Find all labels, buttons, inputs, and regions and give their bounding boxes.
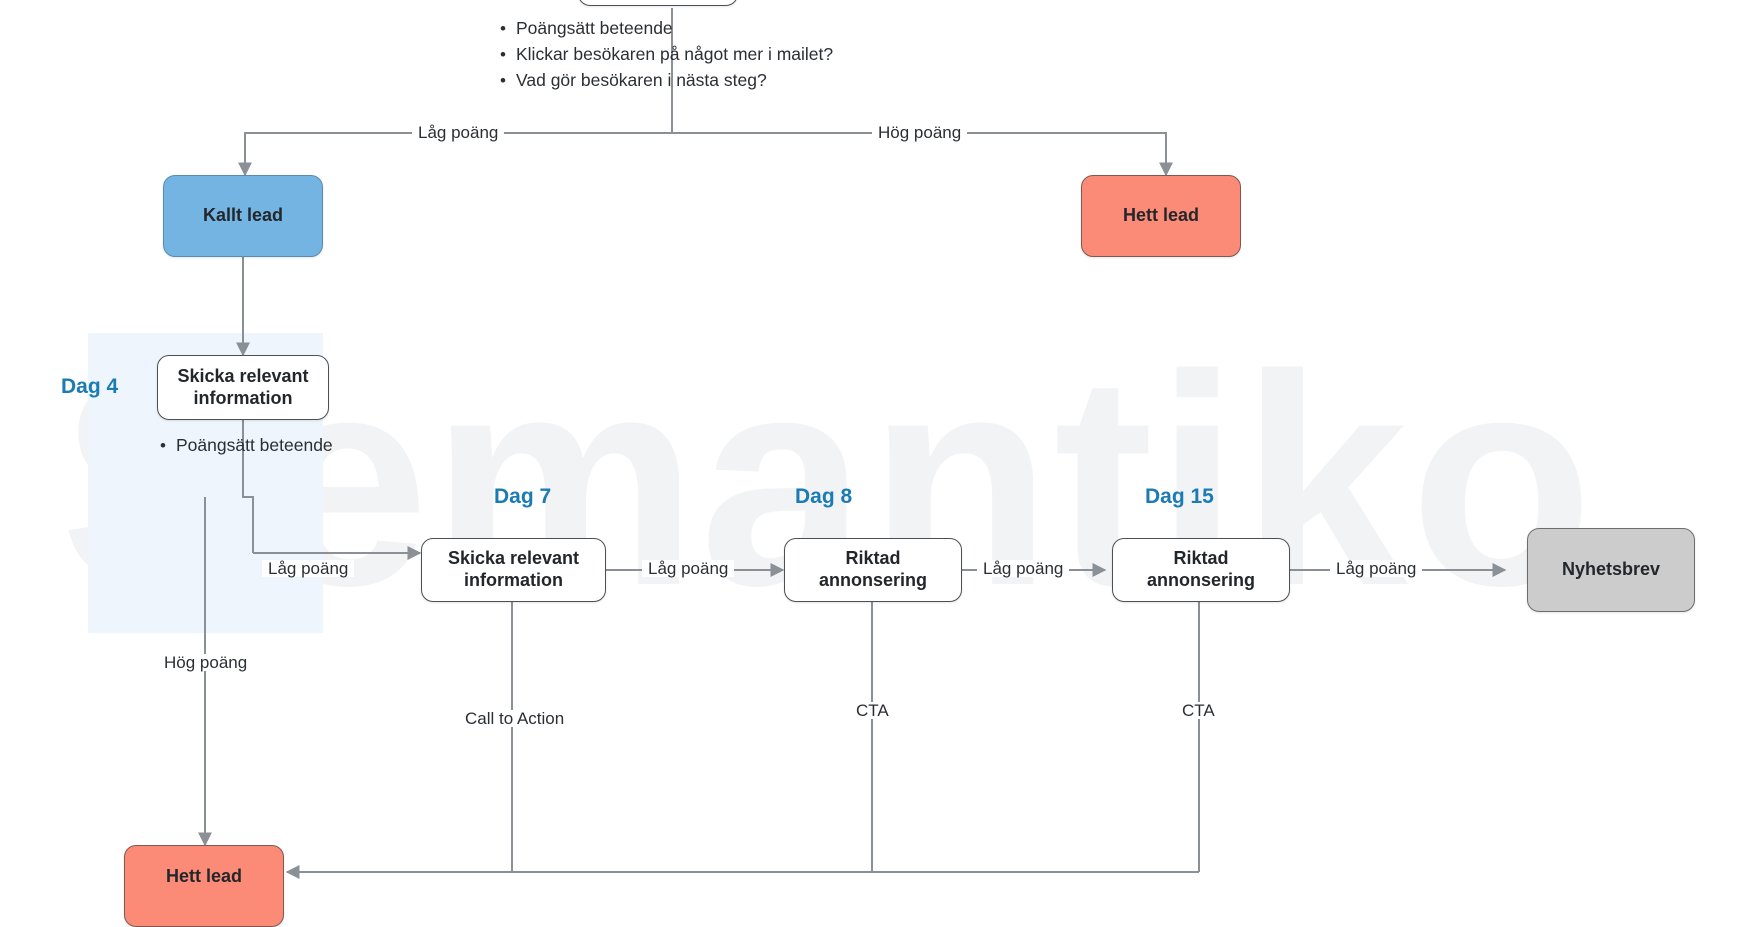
bullet-text: Poängsätt beteende <box>516 18 673 38</box>
node-cold-lead-label: Kallt lead <box>202 205 284 226</box>
edge-label-low-score-top: Låg poäng <box>412 124 505 141</box>
bullet-dot-icon: • <box>500 19 506 38</box>
edge-label-low-score-dag15: Låg poäng <box>1330 560 1423 577</box>
node-targeted-ad-dag8-line1: Riktad <box>845 548 901 569</box>
node-send-info-dag7-line1: Skicka relevant <box>447 548 580 569</box>
bullet-list-top: • Poängsätt beteende • Klickar besökaren… <box>500 16 833 94</box>
diagram-canvas: Semantiko <box>60 0 1695 927</box>
edge-label-cta-dag15: CTA <box>1176 702 1221 719</box>
bullet-text: Poängsätt beteende <box>176 435 333 455</box>
bullet-text: Klickar besökaren på något mer i mailet? <box>516 43 834 64</box>
bullet-list-dag4: • Poängsätt beteende <box>160 433 333 459</box>
node-send-info-dag7-line2: information <box>464 570 563 590</box>
edge-high-score-to-hot-lead <box>672 132 1173 177</box>
node-newsletter-label: Nyhetsbrev <box>1561 559 1661 580</box>
list-item: • Poängsätt beteende <box>160 433 333 459</box>
edge-low-score-to-cold-lead <box>238 132 672 177</box>
node-targeted-ad-dag8[interactable]: Riktad annonsering <box>784 538 962 602</box>
node-hot-lead-top[interactable]: Hett lead <box>1081 175 1241 257</box>
day-label-dag8: Dag 8 <box>795 485 853 508</box>
list-item: • Poängsätt beteende <box>500 16 833 42</box>
node-send-info-dag4[interactable]: Skicka relevant information <box>157 355 329 420</box>
node-targeted-ad-dag8-line2: annonsering <box>818 570 927 590</box>
node-top-stub[interactable] <box>578 0 738 6</box>
node-send-info-dag4-line1: Skicka relevant <box>177 365 309 386</box>
node-hot-lead-bottom[interactable]: Hett lead <box>124 845 284 927</box>
node-hot-lead-bottom-label: Hett lead <box>165 866 243 886</box>
edge-label-low-score-dag4: Låg poäng <box>262 560 355 577</box>
day-label-dag7: Dag 7 <box>494 485 552 508</box>
node-send-info-dag4-line2: information <box>193 387 293 408</box>
day-label-dag4: Dag 4 <box>61 375 119 398</box>
bullet-dot-icon: • <box>500 44 506 64</box>
edge-label-low-score-dag7: Låg poäng <box>642 560 735 577</box>
edge-label-high-score-dag4: Hög poäng <box>158 654 254 671</box>
node-newsletter[interactable]: Nyhetsbrev <box>1527 528 1695 612</box>
bullet-dot-icon: • <box>500 70 506 90</box>
node-targeted-ad-dag15-line2: annonsering <box>1146 570 1255 590</box>
node-hot-lead-top-label: Hett lead <box>1122 205 1200 226</box>
list-item: • Vad gör besökaren i nästa steg? <box>500 68 833 94</box>
list-item: • Klickar besökaren på något mer i maile… <box>500 42 833 68</box>
node-targeted-ad-dag15-line1: Riktad <box>1173 548 1229 569</box>
day-label-dag15: Dag 15 <box>1145 485 1214 508</box>
node-targeted-ad-dag15[interactable]: Riktad annonsering <box>1112 538 1290 602</box>
edge-label-low-score-dag8: Låg poäng <box>977 560 1070 577</box>
edge-label-call-to-action: Call to Action <box>459 710 571 727</box>
edge-label-high-score-top: Hög poäng <box>872 124 968 141</box>
bullet-text: Vad gör besökaren i nästa steg? <box>516 69 767 90</box>
bullet-dot-icon: • <box>160 436 166 455</box>
node-cold-lead[interactable]: Kallt lead <box>163 175 323 257</box>
node-send-info-dag7[interactable]: Skicka relevant information <box>421 538 606 602</box>
edge-d4-low-branch <box>242 420 254 553</box>
edge-label-cta-dag8: CTA <box>850 702 895 719</box>
